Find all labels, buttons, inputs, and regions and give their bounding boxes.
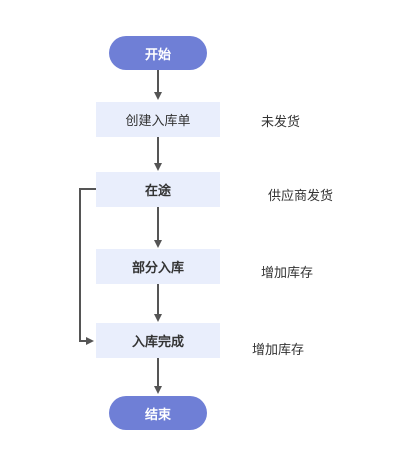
end-node-label: 结束 — [144, 407, 171, 423]
end-node: 结束 — [109, 396, 207, 430]
note-stock-increase-1: 增加库存 — [261, 266, 314, 281]
note-not-shipped: 未发货 — [261, 115, 301, 130]
start-node-label: 开始 — [144, 47, 171, 63]
create-inbound-order-label: 创建入库单 — [125, 114, 191, 129]
create-inbound-order-node: 创建入库单 — [96, 102, 220, 137]
note-supplier-shipped: 供应商发货 — [268, 189, 334, 204]
start-node: 开始 — [109, 36, 207, 70]
in-transit-label: 在途 — [144, 184, 171, 199]
partial-inbound-node: 部分入库 — [96, 249, 220, 284]
partial-inbound-label: 部分入库 — [131, 261, 184, 276]
in-transit-node: 在途 — [96, 172, 220, 207]
note-stock-increase-2: 增加库存 — [252, 343, 305, 358]
inbound-complete-node: 入库完成 — [96, 323, 220, 358]
inbound-complete-label: 入库完成 — [131, 335, 184, 350]
arrow-transit-to-complete-bypass — [79, 188, 96, 345]
